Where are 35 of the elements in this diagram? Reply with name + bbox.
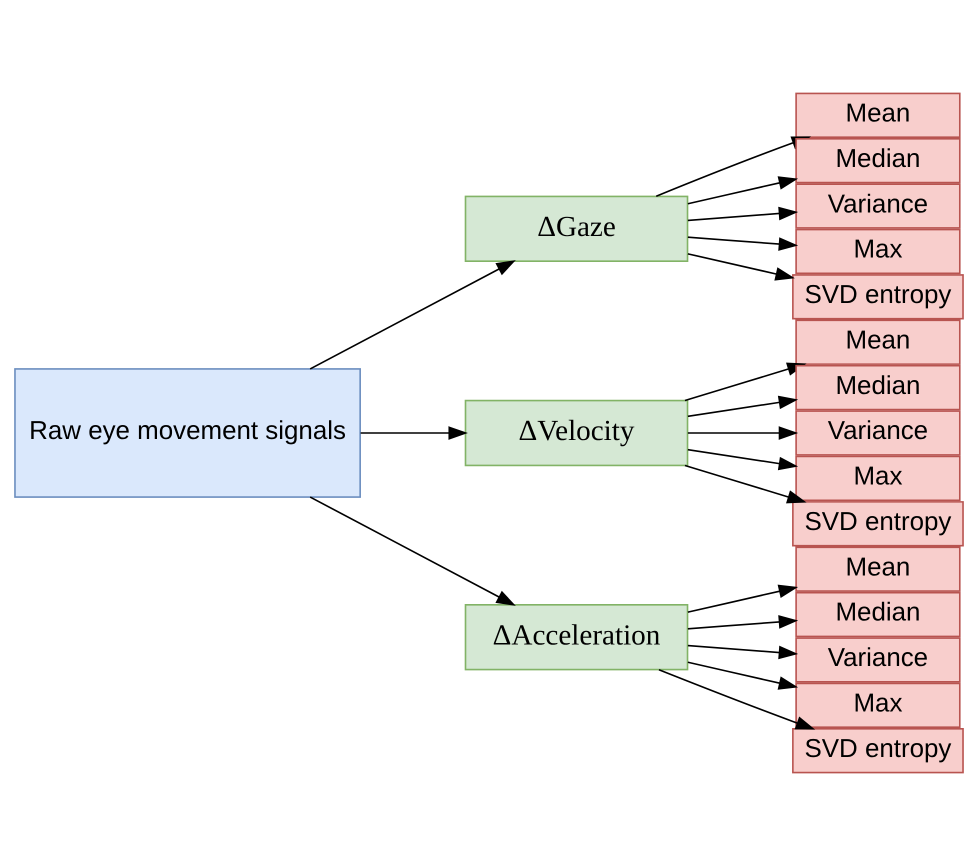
- node-box: Median: [795, 138, 961, 183]
- arrow: [688, 176, 798, 204]
- arrow: [360, 426, 468, 440]
- arrow: [688, 644, 798, 659]
- arrow: [688, 584, 798, 612]
- node-box: Mean: [795, 92, 961, 138]
- node-box: SVD entropy: [792, 274, 964, 320]
- node-box: Max: [795, 682, 961, 728]
- node-box: ΔVelocity: [464, 399, 688, 466]
- arrow: [688, 236, 798, 250]
- arrow: [688, 614, 798, 630]
- arrow: [688, 426, 798, 440]
- arrow: [310, 496, 516, 606]
- node-box: Variance: [795, 636, 961, 682]
- arrow: [688, 448, 798, 470]
- node-box: Variance: [795, 182, 961, 228]
- arrow: [688, 252, 795, 280]
- node-box: Raw eye movement signals: [14, 368, 361, 498]
- arrow: [684, 464, 807, 503]
- arrow: [688, 206, 798, 221]
- node-box: Mean: [795, 319, 961, 364]
- arrow: [310, 260, 516, 370]
- node-box: ΔAcceleration: [464, 603, 688, 670]
- node-box: Median: [795, 364, 961, 410]
- node-box: Variance: [795, 410, 961, 456]
- node-box: Max: [795, 455, 961, 501]
- node-box: SVD entropy: [792, 500, 964, 546]
- node-box: Median: [795, 591, 961, 637]
- arrow: [688, 660, 798, 690]
- arrow: [658, 668, 816, 730]
- arrow: [688, 395, 798, 417]
- node-box: SVD entropy: [792, 727, 964, 773]
- node-box: Mean: [795, 546, 961, 592]
- node-box: ΔGaze: [464, 195, 688, 262]
- node-box: Max: [795, 228, 961, 274]
